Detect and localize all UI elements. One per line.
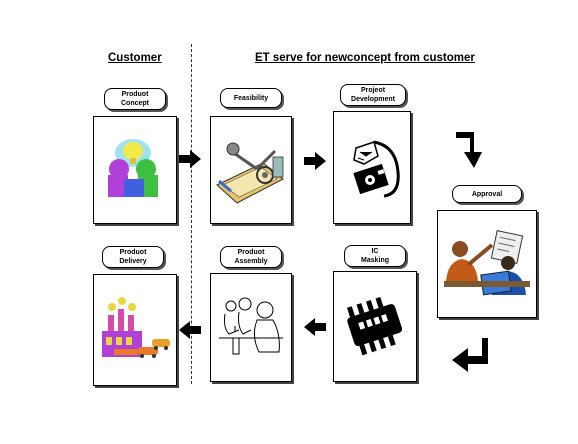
factory-delivery-icon xyxy=(102,297,170,358)
feasibility-box xyxy=(210,116,292,224)
product-assembly-label: Produot Assembly xyxy=(220,246,282,268)
project-development-label: Projeot Development xyxy=(340,84,406,106)
et-header: ET serve for newconcept from customer xyxy=(255,52,475,64)
ic-masking-label: IC Masking xyxy=(344,245,406,267)
arrow-turn-down xyxy=(452,132,490,170)
people-lightbulb-icon xyxy=(108,139,158,197)
arrow-left-1 xyxy=(304,318,326,336)
product-concept-label: Produot Concept xyxy=(104,88,166,110)
project-development-box xyxy=(333,111,411,224)
arrow-right-2 xyxy=(304,152,326,170)
feasibility-label: Feasibility xyxy=(220,88,282,108)
arrow-turn-left xyxy=(452,338,490,376)
customer-divider xyxy=(191,44,192,384)
engineers-meeting-icon xyxy=(444,230,530,296)
assembly-workers-icon xyxy=(219,297,283,355)
circuit-board-icon xyxy=(353,140,400,198)
product-concept-box xyxy=(93,116,177,224)
customer-header: Customer xyxy=(108,52,162,64)
approval-label: Approval xyxy=(452,185,522,203)
drafting-table-icon xyxy=(216,142,284,204)
product-delivery-box xyxy=(93,274,177,386)
approval-box xyxy=(437,210,537,318)
product-assembly-box xyxy=(210,273,292,382)
ic-chip-icon xyxy=(346,296,403,356)
arrow-right-1 xyxy=(179,150,201,168)
product-delivery-label: Produot Delivery xyxy=(102,246,164,268)
arrow-left-2 xyxy=(179,321,201,339)
ic-masking-box xyxy=(333,271,417,382)
